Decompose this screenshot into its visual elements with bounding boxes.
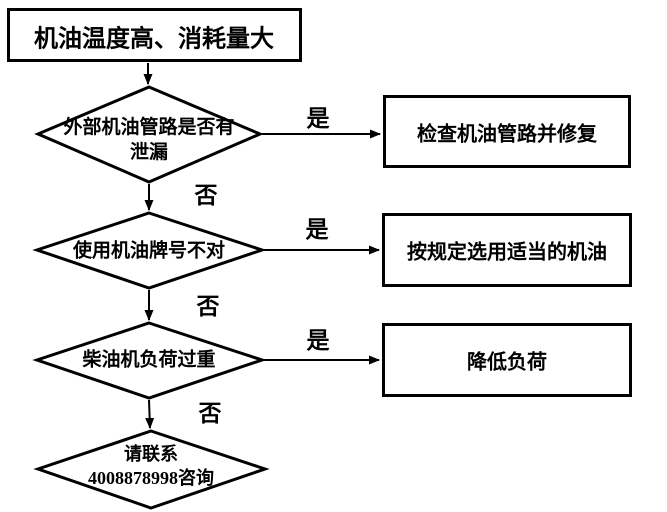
action-1-label: 检查机油管路并修复: [417, 123, 597, 146]
decision-3-diamond: [32, 321, 267, 400]
action-3-label: 降低负荷: [467, 351, 547, 374]
arrow-decision-3-to-decision-4: [145, 399, 155, 429]
decision-1-line2: 泄漏: [129, 142, 169, 163]
action-1-box-shape: [383, 95, 631, 168]
no-label-1: 否: [194, 183, 218, 208]
action-3-box-shape: [382, 323, 632, 397]
decision-4-line2: 4008878998咨询: [88, 468, 214, 488]
yes-label-2: 是: [305, 217, 329, 242]
decision-1-diamond: [34, 85, 264, 184]
action-2-box-shape: [382, 213, 632, 287]
decision-3-label: 柴油机负荷过重: [82, 349, 216, 371]
yes-label-3: 是: [306, 328, 330, 353]
decision-2-label: 使用机油牌号不对: [72, 240, 226, 262]
decision-4-label: 请联系 4008878998咨询: [88, 442, 214, 490]
no-label-3: 否: [198, 401, 222, 426]
no-label-2: 否: [196, 294, 220, 319]
decision-4-line1: 请联系: [124, 444, 178, 464]
action-2-label: 按规定选用适当的机油: [407, 241, 607, 264]
yes-label-1: 是: [306, 106, 330, 131]
decision-2-diamond: [32, 211, 267, 290]
start-box-label: 机油温度高、消耗量大: [34, 26, 274, 53]
start-box-shape: [7, 8, 302, 62]
decision-1-line1: 外部机油管路是否有: [63, 117, 235, 138]
decision-4-diamond: [33, 429, 270, 510]
decision-1-label: 外部机油管路是否有 泄漏: [63, 115, 234, 165]
